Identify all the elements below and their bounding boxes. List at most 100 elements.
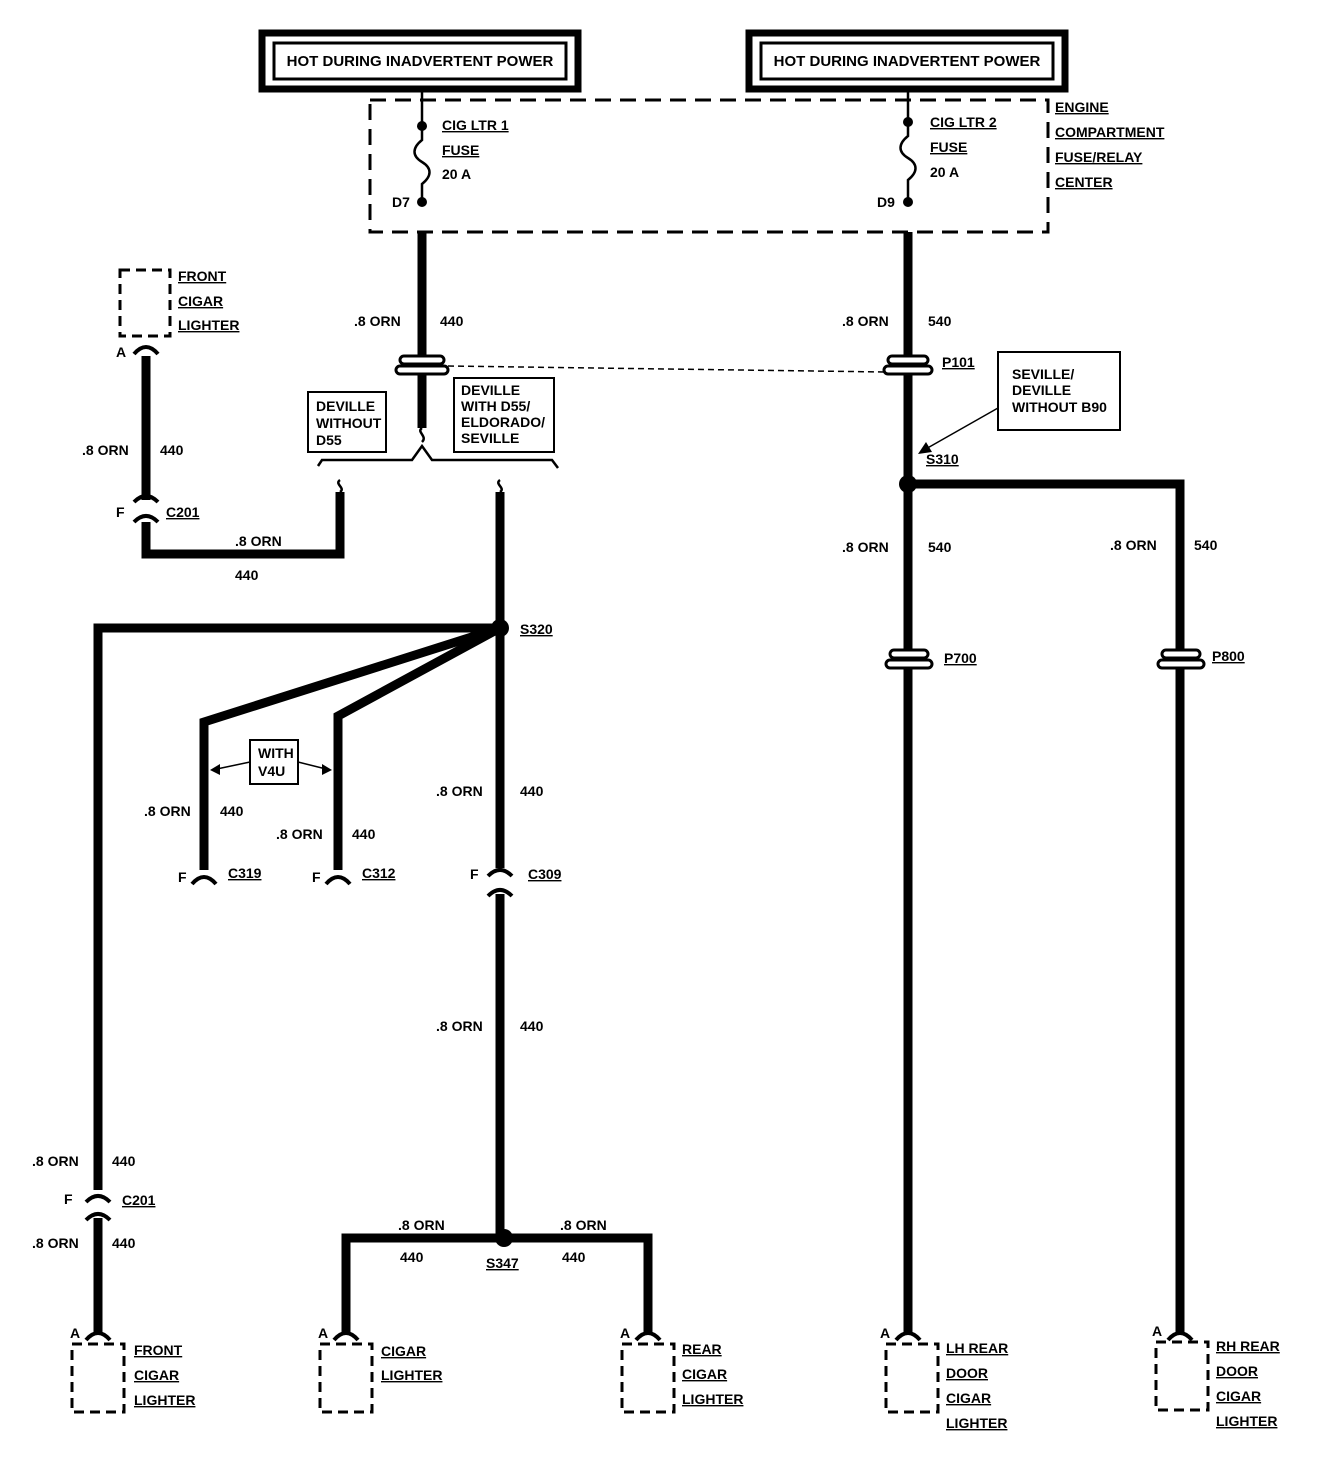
- svg-text:CIGAR: CIGAR: [682, 1366, 727, 1382]
- wire-label-orn: .8 ORN: [436, 783, 483, 799]
- power-source-right-label: HOT DURING INADVERTENT POWER: [774, 53, 1041, 70]
- power-source-left-label: HOT DURING INADVERTENT POWER: [287, 53, 554, 70]
- rh-rear-door-cigar-lighter: A RH REAR DOOR CIGAR LIGHTER: [1152, 1323, 1280, 1429]
- svg-text:CIGAR: CIGAR: [946, 1390, 991, 1406]
- wire-label-orn: .8 ORN: [1110, 537, 1157, 553]
- svg-text:V4U: V4U: [258, 763, 285, 779]
- svg-text:LIGHTER: LIGHTER: [946, 1415, 1007, 1431]
- rear-cigar-lighter: A REAR CIGAR LIGHTER: [620, 1325, 743, 1414]
- svg-text:FUSE/RELAY: FUSE/RELAY: [1055, 149, 1143, 165]
- svg-text:20 A: 20 A: [930, 164, 959, 180]
- svg-text:C319: C319: [228, 865, 262, 881]
- lh-rear-door-cigar-lighter: A LH REAR DOOR CIGAR LIGHTER: [880, 1325, 1008, 1431]
- svg-text:WITHOUT B90: WITHOUT B90: [1012, 399, 1107, 415]
- cigar-lighter: A CIGAR LIGHTER: [318, 1325, 442, 1414]
- wire-label-orn: .8 ORN: [842, 539, 889, 555]
- svg-text:CIGAR: CIGAR: [1216, 1388, 1261, 1404]
- svg-text:CIGAR: CIGAR: [134, 1367, 179, 1383]
- wire-label-440: 440: [520, 783, 544, 799]
- fuse-cig-ltr-1: CIG LTR 1 FUSE 20 A D7: [392, 92, 509, 210]
- connector-p700: P700: [884, 648, 977, 670]
- svg-text:LIGHTER: LIGHTER: [178, 317, 239, 333]
- svg-text:C201: C201: [122, 1192, 156, 1208]
- svg-text:F: F: [470, 866, 479, 882]
- svg-text:FUSE: FUSE: [442, 142, 479, 158]
- svg-text:F: F: [64, 1191, 73, 1207]
- svg-text:A: A: [70, 1325, 80, 1341]
- p101-link: [447, 365, 887, 373]
- wire-label-orn: .8 ORN: [32, 1235, 79, 1251]
- option-deville-without-d55: DEVILLE WITHOUT D55: [307, 391, 387, 453]
- svg-text:D7: D7: [392, 194, 410, 210]
- svg-text:LIGHTER: LIGHTER: [381, 1367, 442, 1383]
- svg-text:A: A: [116, 344, 126, 360]
- connector-c201-upper: F C201: [116, 494, 200, 524]
- wire-label-540: 540: [928, 313, 952, 329]
- svg-text:C309: C309: [528, 866, 562, 882]
- svg-text:A: A: [318, 1325, 328, 1341]
- fuse-relay-center-label: ENGINE COMPARTMENT FUSE/RELAY CENTER: [1055, 99, 1165, 190]
- connector-p101-right: P101: [882, 354, 975, 376]
- wire-label-orn: .8 ORN: [436, 1018, 483, 1034]
- connector-c312: F C312: [312, 865, 396, 886]
- connector-c319: F C319: [178, 865, 262, 886]
- wire-label-440: 440: [220, 803, 244, 819]
- front-cigar-lighter-bottom: A FRONT CIGAR LIGHTER: [70, 1325, 195, 1414]
- svg-text:WITHOUT: WITHOUT: [316, 415, 382, 431]
- svg-text:CENTER: CENTER: [1055, 174, 1113, 190]
- svg-text:A: A: [1152, 1323, 1162, 1339]
- wire-label-440: 440: [520, 1018, 544, 1034]
- wire-label-540: 540: [1194, 537, 1218, 553]
- wire-label-orn: .8 ORN: [82, 442, 129, 458]
- svg-text:ENGINE: ENGINE: [1055, 99, 1109, 115]
- wire-label-orn: .8 ORN: [144, 803, 191, 819]
- svg-text:P800: P800: [1212, 648, 1245, 664]
- wire-label-orn: .8 ORN: [276, 826, 323, 842]
- svg-text:FRONT: FRONT: [178, 268, 227, 284]
- svg-text:LIGHTER: LIGHTER: [1216, 1413, 1277, 1429]
- svg-text:CIGAR: CIGAR: [381, 1343, 426, 1359]
- svg-text:ELDORADO/: ELDORADO/: [461, 414, 545, 430]
- svg-text:C312: C312: [362, 865, 396, 881]
- svg-text:DEVILLE: DEVILLE: [1012, 382, 1071, 398]
- option-with-v4u: WITH V4U: [210, 739, 332, 785]
- svg-text:A: A: [620, 1325, 630, 1341]
- wire-label-440: 440: [352, 826, 376, 842]
- wire-label-440: 440: [112, 1153, 136, 1169]
- svg-text:SEVILLE: SEVILLE: [461, 430, 519, 446]
- svg-text:FUSE: FUSE: [930, 139, 967, 155]
- connector-p101-left: [394, 354, 450, 376]
- wire-label-440: 440: [440, 313, 464, 329]
- connector-c201-lower: F C201: [64, 1191, 156, 1222]
- svg-text:WITH D55/: WITH D55/: [461, 398, 530, 414]
- wire-label-440: 440: [235, 567, 259, 583]
- power-source-left: HOT DURING INADVERTENT POWER: [258, 29, 582, 93]
- svg-text:LH REAR: LH REAR: [946, 1340, 1008, 1356]
- svg-text:S347: S347: [486, 1255, 519, 1271]
- svg-text:F: F: [178, 869, 187, 885]
- svg-text:FRONT: FRONT: [134, 1342, 183, 1358]
- power-source-right: HOT DURING INADVERTENT POWER: [745, 29, 1069, 93]
- svg-text:DOOR: DOOR: [946, 1365, 988, 1381]
- svg-text:LIGHTER: LIGHTER: [682, 1391, 743, 1407]
- svg-text:P101: P101: [942, 354, 975, 370]
- wire-label-440: 440: [112, 1235, 136, 1251]
- wire-label-540: 540: [928, 539, 952, 555]
- svg-text:P700: P700: [944, 650, 977, 666]
- wire-label-440: 440: [562, 1249, 586, 1265]
- wire-label-440: 440: [160, 442, 184, 458]
- option-seville-deville-without-b90: SEVILLE/ DEVILLE WITHOUT B90: [918, 351, 1121, 454]
- wire-label-orn: .8 ORN: [235, 533, 282, 549]
- svg-text:S310: S310: [926, 451, 959, 467]
- svg-text:CIG LTR 2: CIG LTR 2: [930, 114, 997, 130]
- svg-text:CIGAR: CIGAR: [178, 293, 223, 309]
- fuse-relay-center-box: [368, 98, 1050, 234]
- wire-label-orn: .8 ORN: [560, 1217, 607, 1233]
- svg-text:LIGHTER: LIGHTER: [134, 1392, 195, 1408]
- svg-text:RH REAR: RH REAR: [1216, 1338, 1280, 1354]
- option-deville-with-d55: DEVILLE WITH D55/ ELDORADO/ SEVILLE: [453, 377, 555, 453]
- svg-text:CIG LTR 1: CIG LTR 1: [442, 117, 509, 133]
- svg-text:A: A: [880, 1325, 890, 1341]
- connector-c309: F C309: [470, 866, 562, 898]
